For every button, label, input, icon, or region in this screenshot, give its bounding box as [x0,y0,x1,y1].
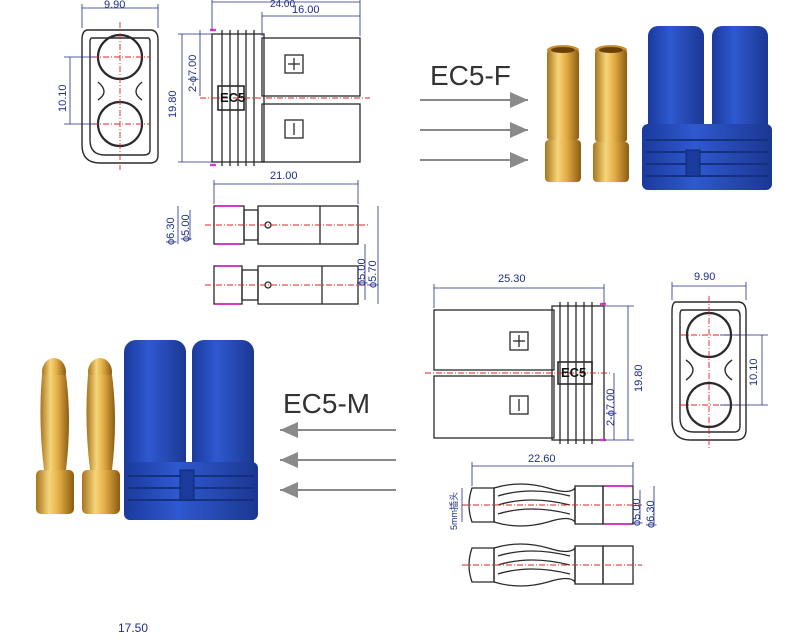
female-pin-length-label: 21.00 [270,170,298,182]
male-pin-od-label: ϕ6.30 [645,500,657,528]
male-pin-centerlines [462,504,642,566]
female-logo: EC5 [220,90,246,105]
male-body-length-label: 25.30 [498,273,526,285]
female-pin-od3-label: ϕ5.70 [367,260,379,288]
female-housing-accent [210,28,216,167]
male-pin-accent [605,485,630,525]
female-side-height-label: 10.10 [57,84,69,112]
bottom-dim-label: 17.50 [118,621,149,635]
male-pin-dims [461,462,655,524]
female-top-overall-label: 24.00 [270,0,296,10]
male-end-dims [671,282,768,406]
female-pin-accent [216,205,240,305]
female-pin-od-label: ϕ6.30 [165,217,177,245]
male-pin-id-label: ϕ5.00 [631,498,643,526]
female-pin-dims [177,180,379,304]
female-top-inner-label: 16.00 [292,4,320,16]
male-pin-note-label: 5mm插头 [449,492,459,530]
male-pin-length-label: 22.60 [528,453,556,465]
female-end-dims [64,4,159,125]
male-arrows [280,422,396,498]
female-title: EC5-F [430,60,511,91]
male-end-centerlines [680,296,740,448]
female-pin-dia-label: 2-ϕ7.00 [187,54,199,92]
male-side-width-label: 9.90 [694,271,716,283]
female-pin-centerlines [205,224,368,286]
female-end-centerlines [92,22,150,170]
male-body-height-label: 19.80 [633,364,645,392]
male-logo: EC5 [561,365,587,380]
female-housing-dims [178,0,361,163]
female-arrows [420,92,528,168]
male-pin-dia-label: 2-ϕ7.00 [605,388,617,426]
male-housing-dims [433,284,634,441]
male-title: EC5-M [283,388,371,419]
female-photo [545,26,772,190]
male-side-height-label: 10.10 [748,358,760,386]
female-body-height-label: 19.80 [167,90,179,118]
female-top-width-label: 9.90 [104,0,126,11]
male-photo [36,340,258,520]
female-pin-id-label: ϕ5.00 [180,214,192,242]
